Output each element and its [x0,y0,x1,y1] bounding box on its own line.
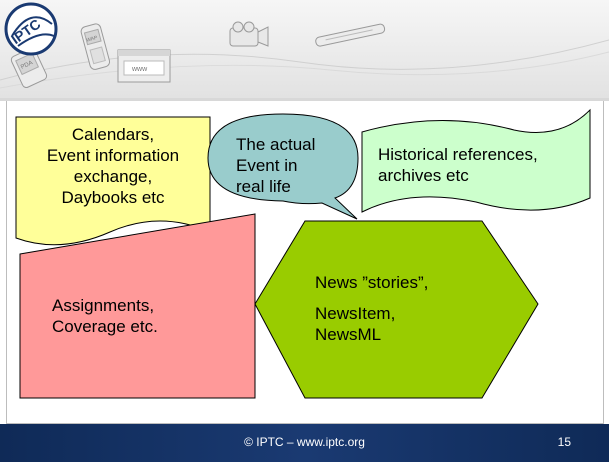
actual-event-text: The actual Event in real life [236,134,346,197]
actual-event-line: Event in [236,156,298,175]
wap-label: WAP [86,35,99,44]
news-stories-text: News ”stories”, NewsItem, NewsML [315,272,495,345]
historical-shape [361,108,591,213]
phone-icon: WAP [80,23,111,70]
news-stories-line: NewsItem, [315,304,396,323]
slide-footer: © IPTC – www.iptc.org 15 [0,424,609,462]
www-label: www [131,66,148,73]
pen-icon [315,23,386,47]
browser-window-icon: www [117,49,171,83]
calendars-line: Calendars, [71,125,155,144]
page-number: 15 [557,435,571,449]
header-device-illustrations: PDA WAP www [0,21,609,89]
assignments-line: Assignments, [52,296,155,315]
historical-text: Historical references, archives etc [378,144,583,186]
header-divider [0,98,609,101]
actual-event-line: real life [236,177,291,196]
assignments-line: Coverage etc. [52,317,158,336]
calendars-text: Calendars, Event information exchange, D… [18,124,208,208]
news-stories-line: News ”stories”, [315,273,429,292]
pda-icon: PDA [10,47,48,88]
slide-header: PDA WAP www [0,0,609,98]
content-area-border [6,101,604,424]
calendars-line: Event information [46,146,180,165]
actual-event-callout [207,113,359,220]
iptc-logo: IPTC [4,2,58,56]
news-workflow-diagram [15,108,591,399]
actual-event-line: The actual [236,135,316,154]
historical-line: archives etc [378,166,469,185]
news-stories-line: NewsML [315,325,382,344]
calendars-line: exchange, [73,167,153,186]
historical-line: Historical references, [378,145,538,164]
footer-copyright: © IPTC – www.iptc.org [244,435,365,449]
assignments-text: Assignments, Coverage etc. [52,295,232,337]
pda-label: PDA [20,60,34,71]
news-stories-hexagon [254,220,539,399]
assignments-shape [19,213,256,399]
video-camera-icon [229,21,269,47]
calendars-line: Daybooks etc [61,188,165,207]
